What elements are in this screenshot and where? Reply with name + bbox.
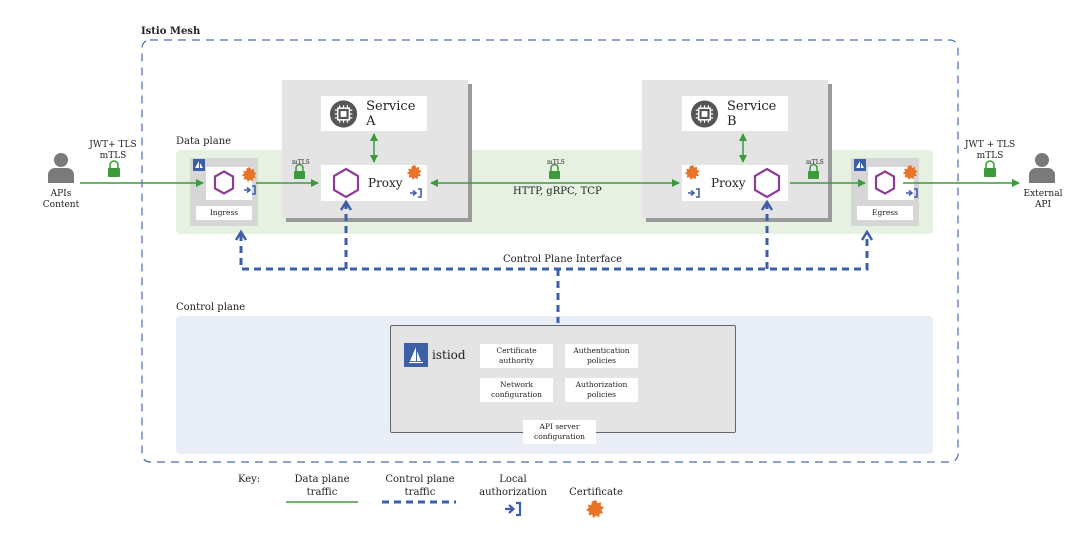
middle-mtls-label: mTLS [547, 159, 565, 166]
key-local-authz-text: Local authorization [479, 474, 547, 498]
istiod-label: istiod [432, 348, 466, 362]
external-auth-label: JWT + TLS mTLS [964, 140, 1016, 161]
control-plane-bus [239, 234, 869, 271]
ingress-hex-icon [213, 170, 235, 195]
proxy-a-certificate-icon [406, 165, 422, 181]
egress-label: Egress [857, 206, 913, 220]
external-api-person-icon [1029, 153, 1055, 183]
ingress-mtls-lock-icon [294, 163, 305, 179]
key-local-authz-icon [505, 501, 522, 517]
ingress-label: Ingress [196, 206, 252, 220]
istiod-logo [404, 343, 428, 367]
client-auth-label: JWT+ TLS mTLS [89, 140, 137, 161]
egress-mtls-lock-icon [808, 163, 819, 179]
ingress-mtls-label: mTLS [292, 159, 310, 166]
istiod-container [390, 325, 736, 433]
chip-icon [329, 99, 358, 128]
proxy-b-certificate-icon [684, 165, 700, 181]
chip-icon [690, 99, 719, 128]
service-a-box: Service A [321, 96, 427, 131]
external-name-label: External API [1023, 189, 1063, 210]
service-b-label: Service B [727, 98, 777, 129]
service-a-label: Service A [366, 98, 416, 129]
egress-certificate-icon [902, 165, 918, 181]
middle-mtls-lock-icon [549, 163, 560, 179]
apis-client-person-icon [48, 153, 74, 183]
egress-sail-icon [854, 159, 866, 171]
sail-icon [409, 347, 423, 364]
key-label: Key: [238, 474, 261, 485]
key-certificate-text: Certificate [569, 487, 623, 498]
key-certificate-icon [585, 500, 604, 519]
proxy-a-hex-icon [332, 167, 360, 199]
service-b-box: Service B [682, 96, 788, 131]
egress-local-authz-icon [906, 188, 918, 198]
client-lock-icon [108, 160, 120, 177]
ingress-local-authz-icon [244, 185, 256, 195]
ingress-certificate-icon [241, 167, 257, 183]
proxy-b-label: Proxy [711, 176, 746, 190]
egress-mtls-label: mTLS [806, 159, 824, 166]
proxy-a-local-authz-icon [410, 188, 422, 198]
ingress-sail-icon [193, 159, 205, 171]
key-control-plane-text: Control plane traffic [385, 474, 455, 498]
key-data-plane-text: Data plane traffic [294, 474, 350, 498]
proxy-a-label: Proxy [368, 176, 403, 190]
mesh-title: Istio Mesh [141, 26, 201, 37]
proxy-b-hex-icon [753, 167, 781, 199]
protocols-label: HTTP, gRPC, TCP [513, 186, 602, 197]
egress-hex-icon [874, 170, 896, 195]
control-plane-label: Control plane [176, 302, 246, 313]
external-lock-icon [984, 160, 996, 177]
data-plane-label: Data plane [176, 136, 232, 147]
control-plane-interface-label: Control Plane Interface [500, 254, 626, 265]
proxy-b-local-authz-icon [688, 188, 700, 198]
client-name-label: APIs Content [42, 189, 80, 210]
